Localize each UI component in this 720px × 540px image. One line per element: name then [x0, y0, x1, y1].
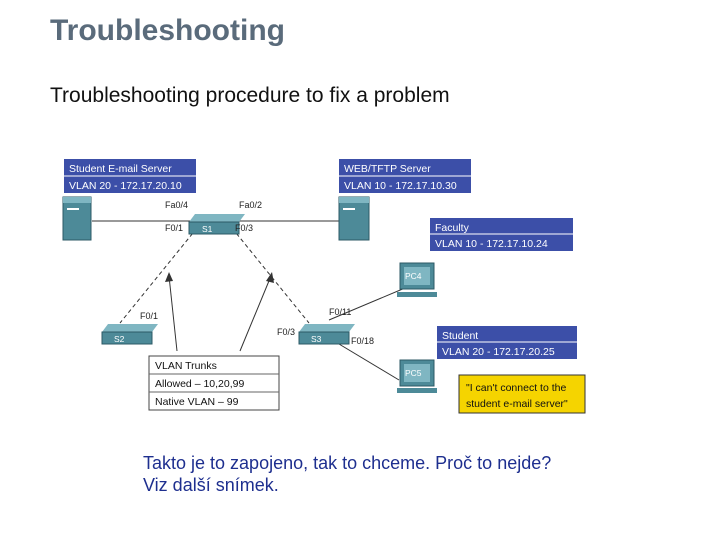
svg-text:student e-mail server": student e-mail server": [466, 398, 568, 410]
caption-line-2: Viz další snímek.: [143, 475, 279, 495]
faculty-label: Faculty VLAN 10 - 172.17.10.24: [430, 218, 573, 251]
svg-text:VLAN 10 - 172.17.10.30: VLAN 10 - 172.17.10.30: [344, 180, 457, 192]
port-s3-f011: F0/11: [329, 307, 351, 317]
links: [92, 220, 406, 381]
svg-text:S1: S1: [202, 224, 213, 234]
svg-text:VLAN 10 - 172.17.10.24: VLAN 10 - 172.17.10.24: [435, 238, 548, 250]
port-s3-f03: F0/3: [277, 327, 295, 337]
network-diagram: Student E-mail Server VLAN 20 - 172.17.2…: [62, 159, 586, 414]
web-server-label: WEB/TFTP Server VLAN 10 - 172.17.10.30: [339, 159, 471, 193]
pc4-icon: PC4: [397, 262, 437, 297]
link-s1-s3: [231, 227, 310, 324]
svg-text:"I can't connect to the: "I can't connect to the: [466, 382, 566, 394]
switch-s1: S1: [188, 214, 245, 235]
svg-text:Allowed – 10,20,99: Allowed – 10,20,99: [155, 378, 244, 390]
complaint-box: "I can't connect to the student e-mail s…: [458, 374, 586, 414]
svg-text:VLAN 20 - 172.17.20.25: VLAN 20 - 172.17.20.25: [442, 346, 555, 358]
svg-text:VLAN Trunks: VLAN Trunks: [155, 360, 217, 372]
page-subtitle: Troubleshooting procedure to fix a probl…: [50, 84, 450, 107]
port-s1-fa04: Fa0/4: [165, 200, 188, 210]
trunk-arrow-s2: [168, 275, 178, 352]
email-server-label: Student E-mail Server VLAN 20 - 172.17.2…: [64, 159, 196, 193]
svg-text:S3: S3: [311, 334, 322, 344]
port-s1-f03: F0/3: [235, 223, 253, 233]
arrowhead-s3: [266, 272, 274, 283]
caption: Takto je to zapojeno, tak to chceme. Pro…: [143, 452, 551, 496]
svg-text:S2: S2: [114, 334, 125, 344]
port-s1-f01: F0/1: [165, 223, 183, 233]
link-s3-pc5: [328, 337, 400, 381]
student-label: Student VLAN 20 - 172.17.20.25: [437, 326, 577, 359]
svg-text:PC5: PC5: [405, 368, 422, 378]
web-server-icon: [338, 196, 370, 241]
svg-text:Student: Student: [442, 330, 478, 342]
trunk-arrow-s3: [239, 275, 272, 352]
svg-text:Faculty: Faculty: [435, 222, 470, 234]
link-s3-pc4: [328, 287, 406, 321]
caption-line-1: Takto je to zapojeno, tak to chceme. Pro…: [143, 453, 552, 473]
page-title: Troubleshooting: [50, 14, 285, 47]
svg-text:Student E-mail Server: Student E-mail Server: [69, 163, 172, 175]
port-s3-f018: F0/18: [351, 336, 374, 346]
arrowhead-s2: [165, 272, 173, 282]
vlan-trunks-box: VLAN Trunks Allowed – 10,20,99 Native VL…: [148, 355, 280, 411]
port-s2-f01: F0/1: [140, 311, 158, 321]
pc5-icon: PC5: [397, 359, 437, 393]
switch-s2: S2: [101, 324, 158, 345]
svg-text:Native VLAN – 99: Native VLAN – 99: [155, 396, 239, 408]
svg-text:WEB/TFTP Server: WEB/TFTP Server: [344, 163, 431, 175]
port-s1-fa02: Fa0/2: [239, 200, 262, 210]
link-s1-s2: [119, 227, 198, 324]
email-server-icon: [62, 196, 92, 241]
svg-text:PC4: PC4: [405, 271, 422, 281]
switch-s3: S3: [298, 324, 355, 345]
svg-text:VLAN 20 - 172.17.20.10: VLAN 20 - 172.17.20.10: [69, 180, 182, 192]
